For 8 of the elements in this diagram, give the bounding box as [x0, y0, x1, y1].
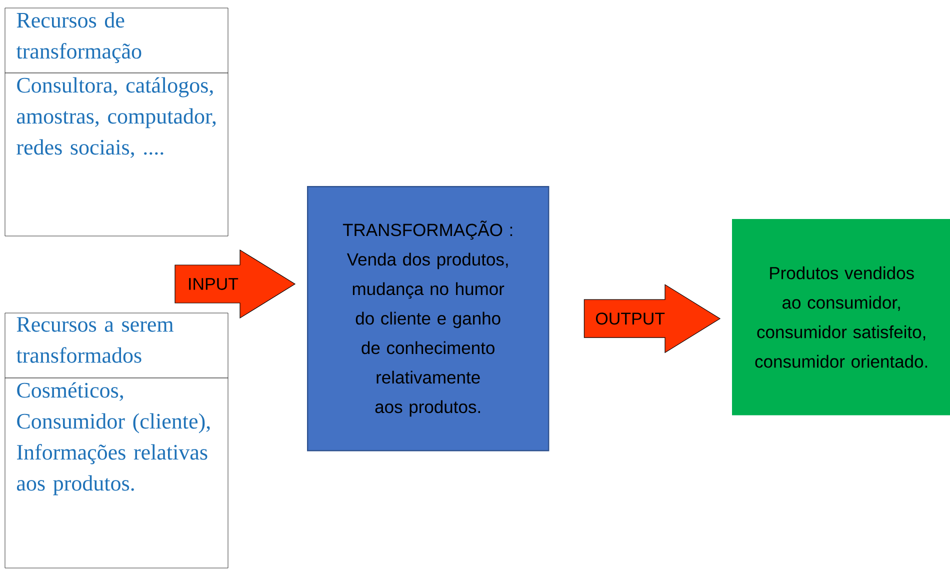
block-arrow — [584, 284, 721, 354]
process-box: TRANSFORMAÇÃO : Venda dos produtos, mudança no humor do cliente e ganho de conhecimento relativamente aos produtos. — [307, 186, 550, 452]
block-arrow — [174, 249, 296, 319]
edge-label: OUTPUT — [596, 312, 665, 325]
box-header: Recursos a serem transformados — [4, 312, 228, 378]
box-header: Recursos de transformação — [4, 8, 228, 74]
output-box: Produtos vendidos ao consumidor, consumidor satisfeito, consumidor orientado. — [732, 219, 950, 416]
edge-label: INPUT — [189, 278, 238, 290]
